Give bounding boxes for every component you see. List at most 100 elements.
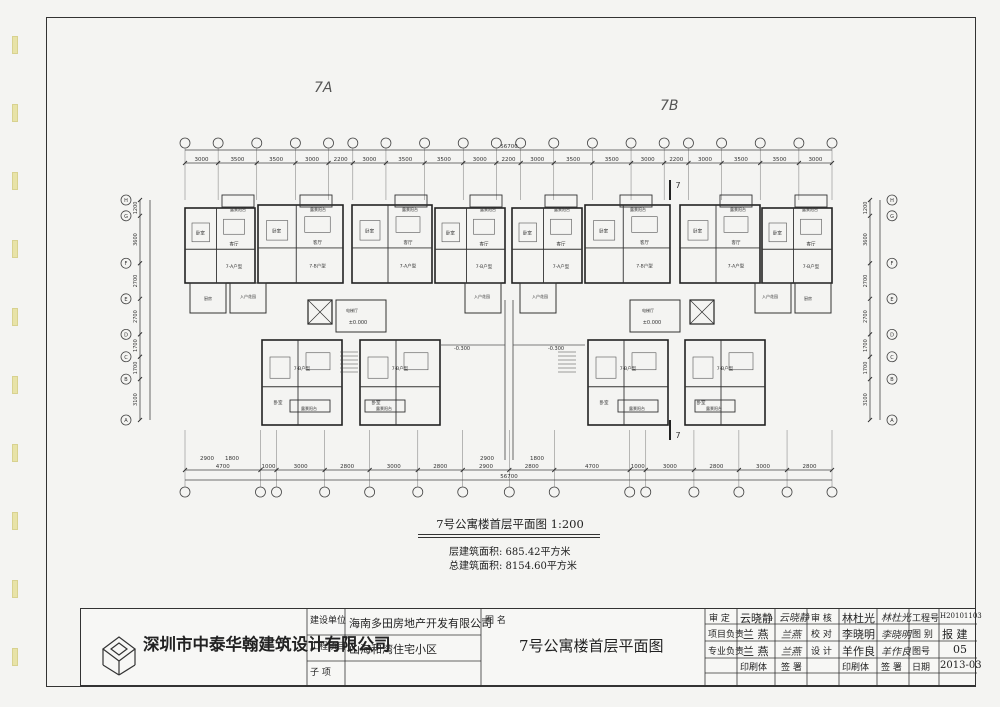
dimension-value: 1200 [863, 202, 869, 215]
dimension-tick [293, 160, 298, 166]
dimension-value: 3100 [133, 393, 139, 406]
dimension-tick [137, 197, 143, 203]
elevation-label: -0.300 [548, 346, 564, 352]
unit-type-label: 7-B户型 [392, 365, 409, 372]
dimension-tick [686, 160, 691, 166]
bed [692, 356, 714, 379]
axis-bubble [120, 328, 132, 340]
axis-bubble [457, 486, 469, 498]
axis-letter: H [124, 198, 128, 204]
binder-hole [12, 308, 18, 326]
furniture [631, 216, 658, 233]
furniture [728, 352, 754, 371]
top-axis-bubbles [120, 137, 898, 498]
dimension-value: 1000 [631, 464, 645, 470]
dimension-tick [215, 160, 221, 166]
dimension-value: 2700 [133, 275, 139, 288]
room-label: 入户花园 [474, 293, 490, 299]
dimension-value: 3500 [437, 157, 451, 163]
apartment-unit [684, 339, 766, 426]
design-signature: 羊作良 [881, 647, 911, 658]
bed [269, 356, 291, 379]
building-outline [184, 180, 833, 460]
axis-bubble [120, 210, 132, 222]
dimension-value: 3000 [663, 464, 677, 470]
drawing-no-value: 05 [953, 643, 967, 656]
binder-hole [12, 104, 18, 122]
axis-bubble [380, 137, 392, 149]
axis-bubble [412, 486, 424, 498]
project-no-label: 工程号 [912, 614, 940, 624]
dimension-tick [867, 296, 873, 302]
type-value: 报 建 [942, 628, 968, 641]
dimension-value: 2800 [803, 464, 817, 470]
type-label: 图 别 [912, 630, 933, 640]
approve-signature: 云晓静 [779, 613, 809, 624]
room-label: 客厅 [480, 241, 489, 248]
balcony [619, 194, 653, 208]
dimension-tick [258, 467, 263, 473]
axis-bubble [587, 137, 598, 149]
handwritten-mark-7a: 7A [314, 80, 333, 96]
dimension-value: 2800 [709, 464, 723, 470]
unit-type-label: 7-A户型 [553, 263, 570, 270]
dimension-tick [829, 160, 835, 166]
axis-bubble [255, 486, 266, 498]
dimension-tick [494, 160, 499, 166]
room-label: 客厅 [230, 241, 239, 248]
dimension-value: 2700 [133, 310, 139, 323]
dimension-tick [254, 160, 260, 166]
dimension-value: 3500 [773, 157, 787, 163]
unit-type-label: 7-B户型 [476, 263, 493, 270]
dimension-tick [867, 260, 873, 266]
drawing-no-label: 图号 [912, 647, 931, 657]
design-value: 羊作良 [842, 645, 875, 658]
apartment-unit [359, 339, 441, 426]
check-label: 审 核 [811, 614, 832, 624]
unit-type-label: 7-A户型 [400, 262, 417, 269]
furniture [473, 218, 495, 235]
dimension-tick [322, 467, 328, 473]
room-label: 客厅 [640, 239, 649, 246]
axis-letter: E [124, 297, 127, 303]
dimension-tick [643, 467, 649, 473]
axis-bubble [251, 137, 263, 149]
room-label: 露景阳台 [480, 206, 496, 212]
balcony [299, 194, 333, 208]
check-value: 林杜光 [842, 612, 875, 625]
dimension-tick [867, 376, 873, 382]
dimension-value: 3000 [305, 157, 319, 163]
bed [687, 220, 709, 241]
unit-type-label: 7-A户型 [728, 262, 745, 269]
title-underline [418, 537, 600, 538]
dimension-tick [867, 213, 873, 219]
dimension-tick [867, 354, 873, 360]
dimension-value: 3000 [756, 464, 770, 470]
axis-bubble [179, 137, 191, 149]
bed [367, 356, 389, 379]
dimension-tick [383, 160, 389, 166]
dimension-tick [661, 160, 667, 166]
axis-letter: F [891, 261, 894, 267]
axis-bubble [419, 137, 430, 149]
room-label: 卧室 [600, 399, 609, 406]
bed [593, 220, 616, 241]
design-label: 设 计 [811, 647, 832, 657]
axis-bubble [624, 486, 636, 498]
balcony [289, 399, 331, 413]
room-label: 卧室 [372, 399, 381, 406]
approve-value: 云晓静 [740, 612, 773, 625]
room-labels: 77卧室客厅7-A户型卧室客厅7-B户型卧室客厅7-A户型卧室客厅7-B户型卧室… [124, 181, 894, 440]
axis-bubble [826, 486, 838, 498]
dimension-tick [590, 160, 595, 166]
axis-bubble [347, 137, 359, 149]
axis-bubble [457, 137, 469, 149]
entry-garden [464, 282, 502, 314]
balcony [617, 399, 659, 413]
dimension-value: 2800 [433, 464, 447, 470]
axis-letter: A [124, 418, 128, 424]
elevator-cross [689, 299, 715, 325]
room-label: 卧室 [365, 227, 374, 234]
drawing-title: 7号公寓楼首层平面图 1:200 [436, 517, 584, 531]
axis-letter: C [890, 355, 894, 361]
